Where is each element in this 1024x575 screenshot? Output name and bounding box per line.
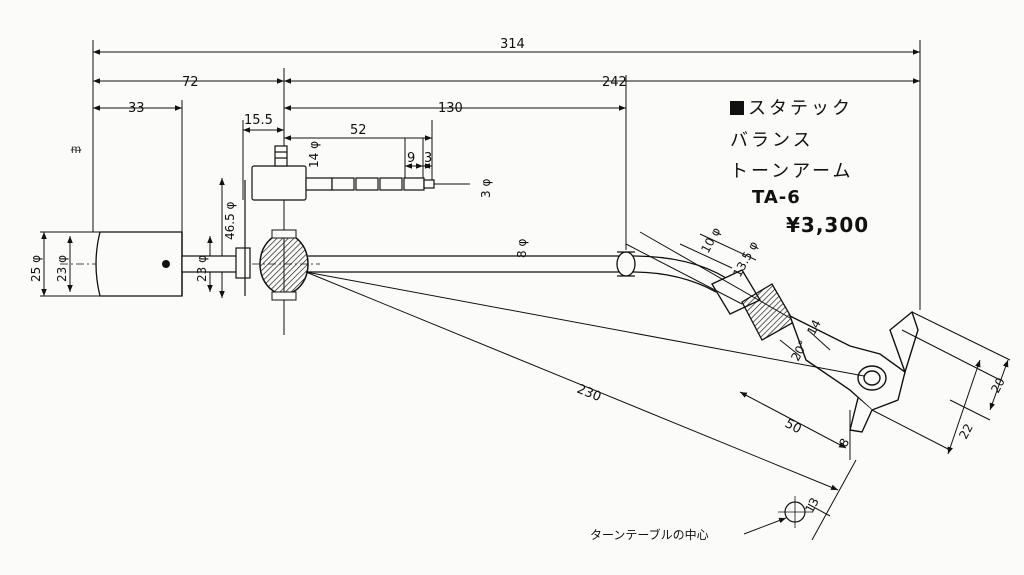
geometry-lines [305, 231, 1011, 541]
stub-shaft [181, 180, 251, 296]
black-square-icon [730, 101, 744, 115]
model-name: TA-6 [752, 187, 801, 208]
dim-33: 33 [128, 101, 145, 116]
pivot-gimbal [259, 229, 309, 301]
dim-9: 9 [407, 151, 415, 166]
small-mark: ᵯ [71, 142, 81, 156]
dim-52: 52 [350, 123, 367, 138]
price: ¥3,300 [786, 213, 870, 237]
dim-130: 130 [438, 101, 463, 116]
title-line-2: バランス [730, 130, 814, 151]
turntable-center [743, 496, 831, 535]
dim-3-phi: 3 φ [479, 179, 493, 198]
dim-14-phi: 14 φ [307, 141, 321, 168]
dim-8-phi: 8 φ [515, 239, 529, 258]
turntable-center-label: ターンテーブルの中心 [590, 528, 709, 542]
counterweight-dims [40, 178, 225, 298]
dim-22: 22 [956, 421, 976, 441]
extension-lines [92, 40, 921, 335]
lateral-balance-rod [251, 145, 470, 201]
arm-tube [308, 251, 727, 293]
dim-72: 72 [182, 75, 199, 90]
title-text-1: スタテック [748, 98, 853, 119]
dim-242: 242 [602, 75, 627, 90]
dim-46-5-phi: 46.5 φ [223, 201, 237, 240]
dim-3: 3 [424, 151, 432, 166]
dim-13-5-phi: 13.5 φ [730, 239, 760, 280]
title-line-3: トーンアーム [730, 161, 854, 182]
title-line-1: スタテック [730, 94, 853, 120]
counterweight [95, 231, 183, 297]
dim-15-5: 15.5 [244, 113, 273, 128]
dim-23-phi-stub: 23 φ [195, 255, 209, 282]
dim-20: 20 [988, 375, 1008, 395]
dim-23-phi-weight: 23 φ [55, 255, 69, 282]
dim-13: 13 [802, 495, 822, 515]
dim-14: 14 [804, 317, 824, 337]
dim-25-phi: 25 φ [29, 255, 43, 282]
dim-50: 50 [782, 416, 804, 437]
dim-314: 314 [500, 37, 525, 52]
dim-10-phi: 10 φ [698, 225, 723, 255]
dim-230: 230 [575, 382, 604, 405]
